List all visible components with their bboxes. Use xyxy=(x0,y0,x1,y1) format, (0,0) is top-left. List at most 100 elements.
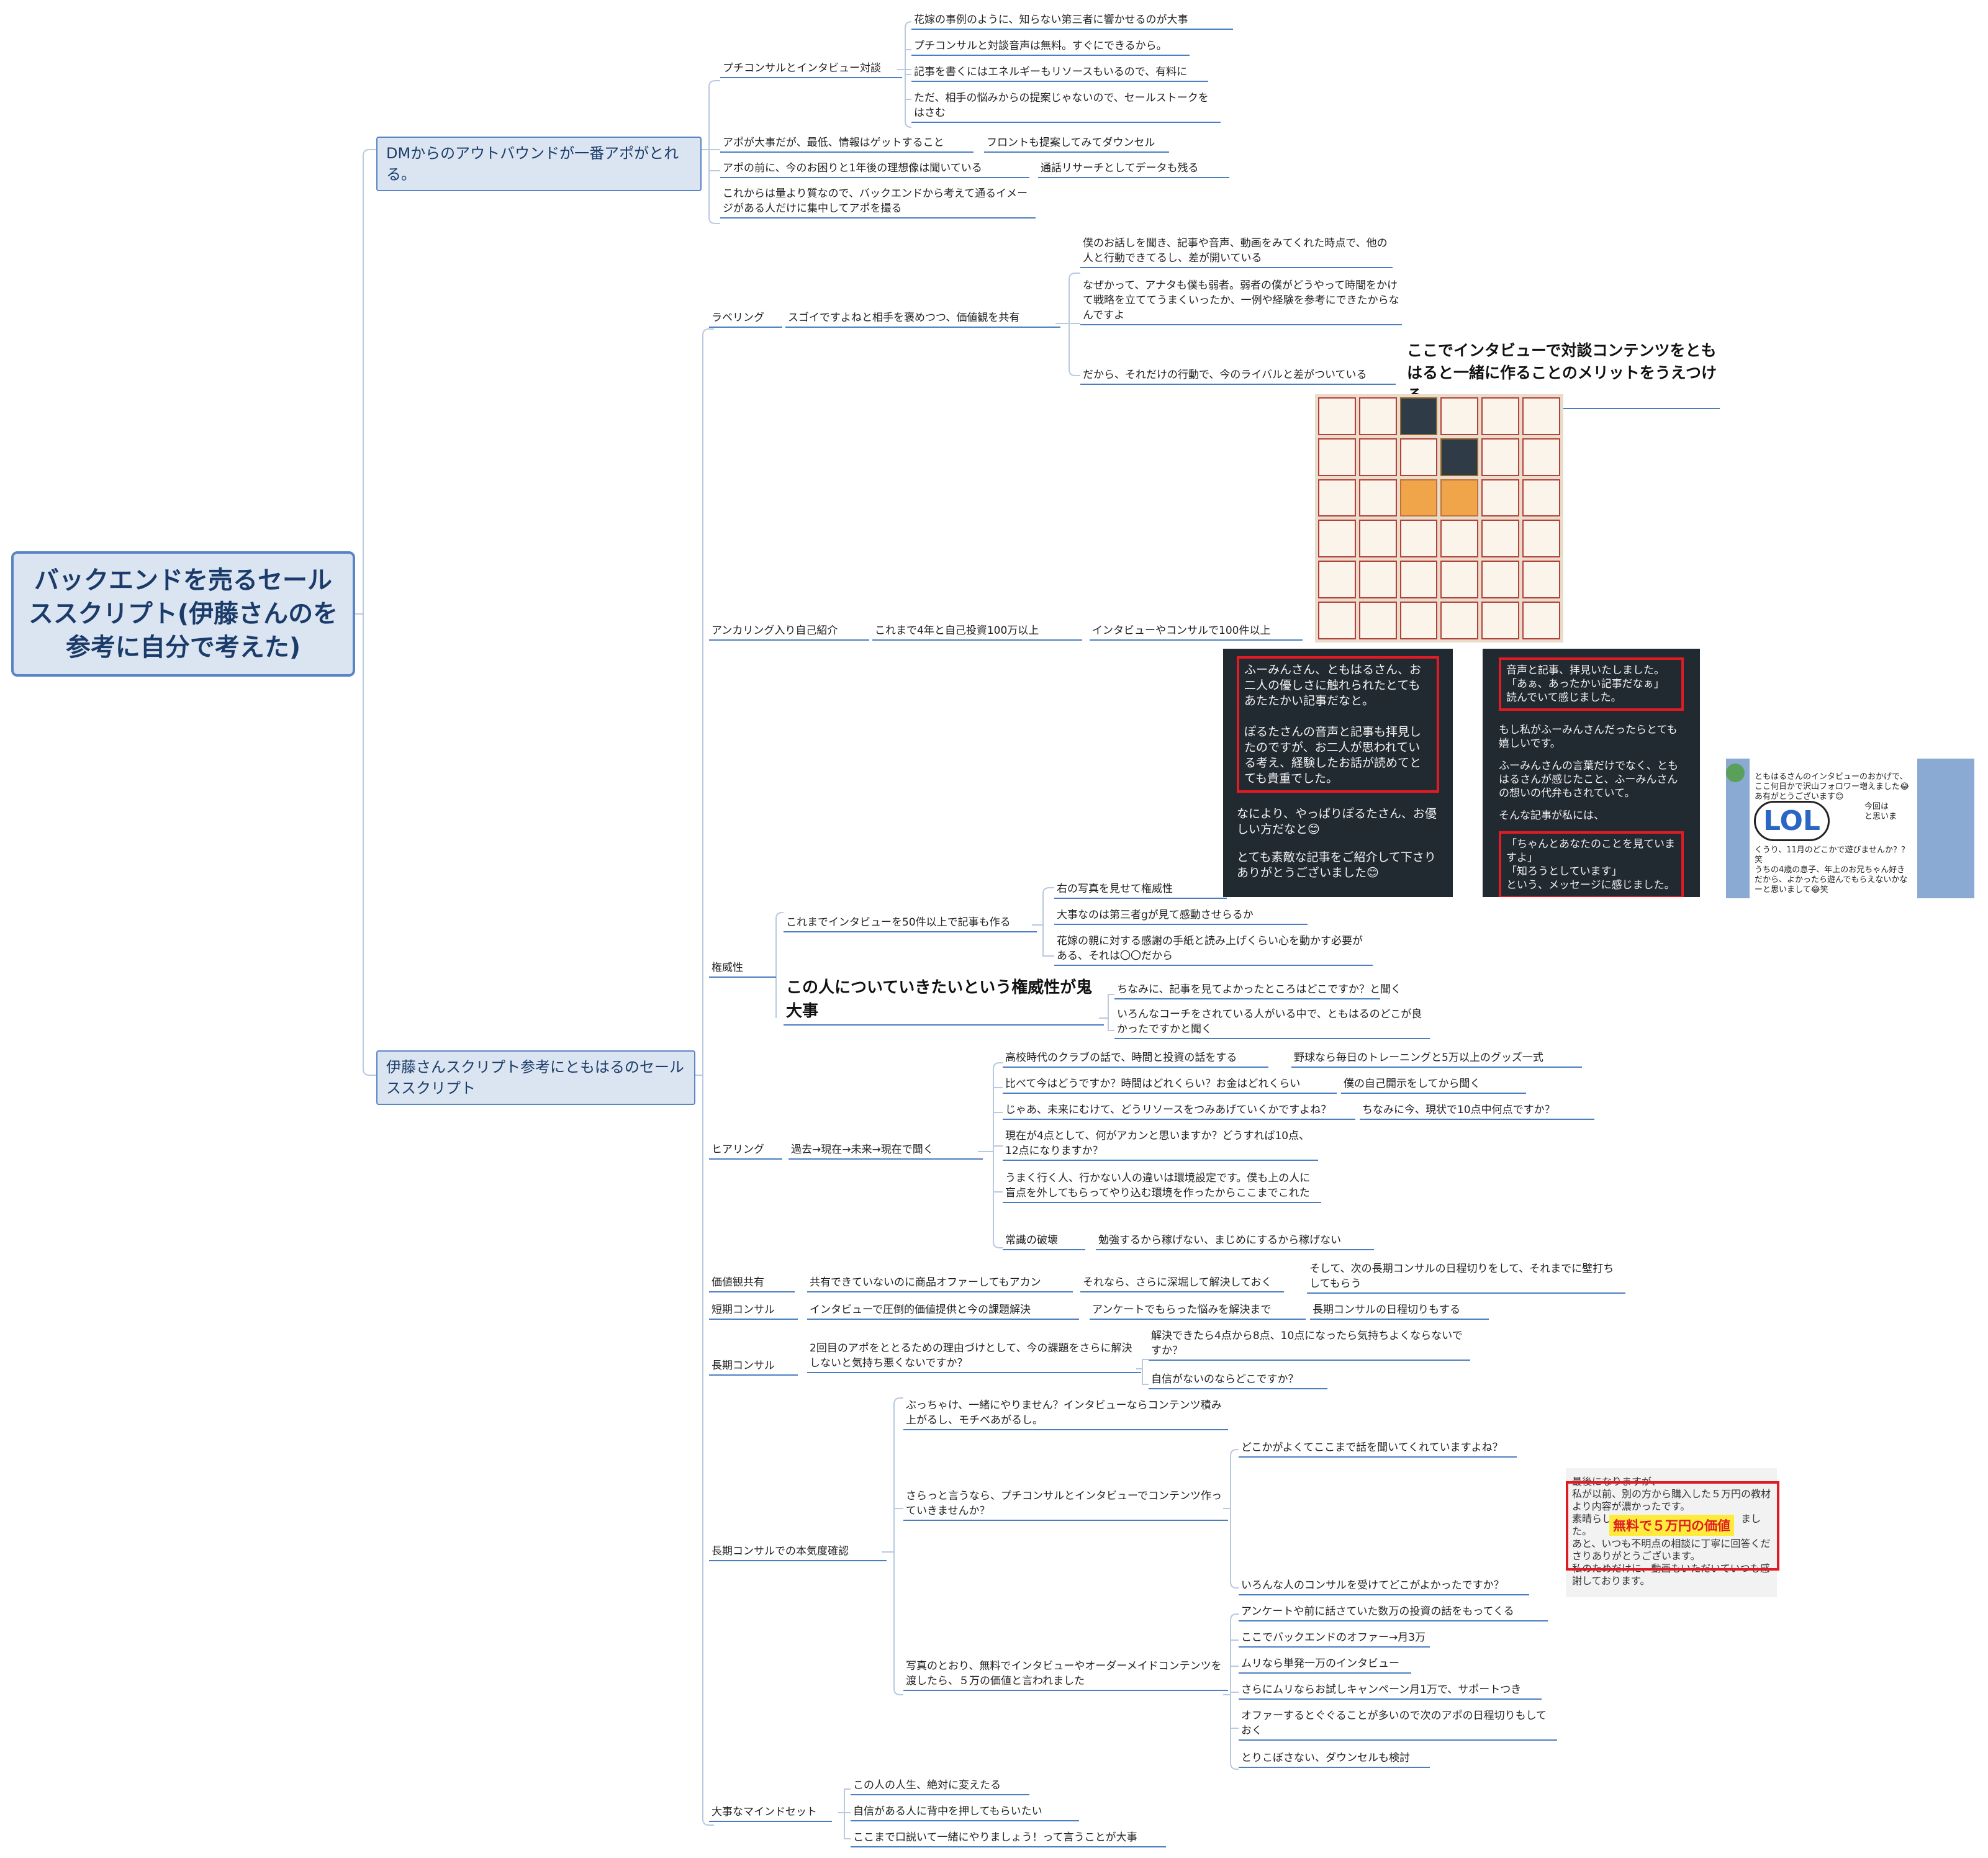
node-paid-article[interactable]: 記事を書くにはエネルギーもリソースもいるので、有料に xyxy=(911,63,1208,82)
node-labeling-b[interactable]: なぜかって、アナタも僕も弱者。弱者の僕がどうやって時間をかけて戦略を立ててうまく… xyxy=(1080,277,1402,325)
node-authority-key[interactable]: この人についていきたいという権威性が鬼大事 xyxy=(784,975,1104,1026)
node-which-consult[interactable]: いろんな人のコンサルを受けてどこがよかったですか？ xyxy=(1239,1577,1529,1595)
node-100-cases[interactable]: インタビューやコンサルで100件以上 xyxy=(1090,622,1303,641)
thumbnail-tile xyxy=(1481,602,1520,639)
chat1-text-1: なにより、やっぱりぽるたさん、お優しい方だなと😊 xyxy=(1237,807,1437,836)
node-interview-merit[interactable]: ここでインタビューで対談コンテンツをともはると一緒に作ることのメリットをうえつけ… xyxy=(1404,338,1720,409)
thumbnail-tile xyxy=(1522,397,1560,435)
node-compare-now[interactable]: 比べて今はどうですか？時間はどれくらい？お金はどれくらい xyxy=(1003,1075,1337,1094)
thumbnail-tile xyxy=(1358,561,1397,599)
node-future-resource[interactable]: じゃあ、未来にむけて、どうリソースをつみあげていくかですよね？ xyxy=(1003,1101,1355,1120)
node-commitment-check[interactable]: 長期コンサルでの本気度確認 xyxy=(709,1543,887,1561)
thumbnail-tile xyxy=(1358,438,1397,476)
node-next-schedule[interactable]: そして、次の長期コンサルの日程切りをして、それまでに壁打ちしてもらう xyxy=(1307,1260,1625,1294)
node-long-consult[interactable]: 長期コンサル xyxy=(709,1357,798,1376)
node-bride-example[interactable]: 花嫁の事例のように、知らない第三者に響かせるのが大事 xyxy=(911,11,1233,30)
node-quality-focus[interactable]: これからは量より質なので、バックエンドから考えて通るイメージがある人だけに集中し… xyxy=(720,185,1036,219)
node-casual-offer[interactable]: さらっと言うなら、プチコンサルとインタビューでコンテンツ作っていきませんか？ xyxy=(903,1487,1228,1521)
thumbnail-tile xyxy=(1440,397,1479,435)
node-no-confidence[interactable]: 自信がないのならどこですか？ xyxy=(1149,1371,1327,1389)
node-past-future[interactable]: 過去→現在→未来→現在で聞く xyxy=(788,1141,983,1160)
node-say-together[interactable]: ここまで口説いて一緒にやりましょう！って言うことが大事 xyxy=(851,1829,1166,1847)
node-front-downsell[interactable]: フロントも提案してみてダウンセル xyxy=(984,134,1169,153)
thumbnail-tile xyxy=(1522,602,1560,639)
node-ask-why-me[interactable]: いろんなコーチをされている人がいる中で、ともはるのどこが良かったですかと聞く xyxy=(1114,1006,1430,1039)
node-labeling-c[interactable]: だから、それだけの行動で、今のライバルと差がついている xyxy=(1080,366,1396,385)
node-lets-work[interactable]: ぶっちゃけ、一緒にやりません？インタビューならコンテンツ積み上がるし、モチベあが… xyxy=(903,1397,1228,1430)
thumbnail-tile xyxy=(1399,561,1438,599)
node-call-research[interactable]: 通話リサーチとしてデータも残る xyxy=(1038,160,1229,178)
node-values[interactable]: 価値観共有 xyxy=(709,1274,795,1292)
node-why-listening[interactable]: どこかがよくてここまで話を聞いてくれていますよね？ xyxy=(1239,1439,1517,1458)
chat2-text-1: もし私がふーみんさんだったらとても嬉しいです。 xyxy=(1499,724,1678,750)
thumbnail-tile xyxy=(1440,520,1479,558)
article-thumbnails-image xyxy=(1315,394,1563,643)
node-next-apo[interactable]: オファーするとぐぐることが多いので次のアポの日程切りもしておく xyxy=(1239,1707,1557,1741)
node-bride-letter[interactable]: 花嫁の親に対する感謝の手紙と読み上げくらい心を動かす必要がある、それは〇〇だから xyxy=(1054,932,1373,966)
node-long-schedule[interactable]: 長期コンサルの日程切りもする xyxy=(1310,1301,1489,1320)
chat-screenshot-3: ともはるさんのインタビューのおかげで、ここ何日かで沢山フォロワー増えました😂 あ… xyxy=(1726,759,1974,898)
node-short-consult[interactable]: 短期コンサル xyxy=(709,1301,798,1320)
thumbnail-tile xyxy=(1440,479,1479,517)
node-environment[interactable]: うまく行く人、行かない人の違いは環境設定です。僕も上の人に盲点を外してもらってや… xyxy=(1003,1170,1321,1203)
node-what-wrong[interactable]: 現在が4点として、何がアカンと思いますか？どうすれば10点、12点になりますか？ xyxy=(1003,1127,1318,1161)
thumbnail-tile xyxy=(1481,438,1520,476)
node-labeling-a[interactable]: 僕のお話しを聞き、記事や音声、動画をみてくれた時点で、他の人と行動できてるし、差… xyxy=(1080,235,1393,268)
node-50k-value[interactable]: 写真のとおり、無料でインタビューやオーダーメイドコンテンツを渡したら、５万の価値… xyxy=(903,1657,1228,1691)
node-third-party[interactable]: 大事なのは第三者gが見て感動させらるか xyxy=(1054,906,1308,925)
node-authority[interactable]: 権威性 xyxy=(709,959,776,978)
node-break-common[interactable]: 常識の破壊 xyxy=(1003,1232,1085,1250)
chat3-text-3: くうり、11月のどこかで遊びませんか？？笑 うちの4歳の息子、年上のお兄ちゃん好… xyxy=(1755,846,1909,895)
node-survey-invest[interactable]: アンケートや前に話さていた数万の投資の話をもってくる xyxy=(1239,1603,1548,1621)
node-4-to-8[interactable]: 解決できたら4点から8点、10点になったら気持ちよくならないですか？ xyxy=(1149,1327,1470,1361)
node-50-interviews[interactable]: これまでインタビューを50件以上で記事も作る xyxy=(784,914,1037,932)
chat3-text-1: ともはるさんのインタビューのおかげで、ここ何日かで沢山フォロワー増えました😂 あ… xyxy=(1755,772,1910,801)
branch-dm-outbound[interactable]: DMからのアウトバウンドが一番アポがとれる。 xyxy=(376,137,702,191)
root-topic[interactable]: バックエンドを売るセールススクリプト(伊藤さんのを参考に自分で考えた) xyxy=(11,551,355,677)
node-dig-deeper[interactable]: それなら、さらに深堀して解決しておく xyxy=(1080,1274,1284,1292)
node-sales-talk[interactable]: ただ、相手の悩みからの提案じゃないので、セールストークをはさむ xyxy=(911,89,1221,123)
node-consult-interview[interactable]: プチコンサルとインタビュー対談 xyxy=(720,60,902,78)
thumbnail-tile xyxy=(1522,438,1560,476)
node-ask-good-point[interactable]: ちなみに、記事を見てよかったところはどこですか？と聞く xyxy=(1114,981,1401,999)
node-overwhelming-value[interactable]: インタビューで圧倒的価値提供と今の課題解決 xyxy=(807,1301,1079,1320)
node-before-apo[interactable]: アポの前に、今のお困りと1年後の理想像は聞いている xyxy=(720,160,1029,178)
node-show-photo[interactable]: 右の写真を見せて権威性 xyxy=(1054,880,1227,899)
node-apo-important[interactable]: アポが大事だが、最低、情報はゲットすること xyxy=(720,134,974,153)
thumbnail-tile xyxy=(1318,561,1356,599)
node-no-miss[interactable]: とりこぼさない、ダウンセルも検討 xyxy=(1239,1749,1430,1768)
node-mindset[interactable]: 大事なマインドセット xyxy=(709,1803,832,1822)
chat2-highlight-1: 音声と記事、拝見いたしました。 「あぁ、あったかい記事だなぁ」 読んでいて感じま… xyxy=(1499,657,1684,711)
node-second-apo[interactable]: 2回目のアポをととるための理由づけとして、今の課題をさらに解決しないと気持ち悪く… xyxy=(807,1340,1141,1373)
node-trial-campaign[interactable]: さらにムリならお試しキャンペーン月1万で、サポートつき xyxy=(1239,1681,1542,1700)
node-score-now[interactable]: ちなみに今、現状で10点中何点ですか？ xyxy=(1360,1101,1594,1120)
node-club-talk[interactable]: 高校時代のクラブの話で、時間と投資の話をする xyxy=(1003,1049,1268,1068)
node-anchoring[interactable]: アンカリング入り自己紹介 xyxy=(709,622,869,641)
node-push-back[interactable]: 自信がある人に背中を押してもらいたい xyxy=(851,1803,1079,1821)
lol-sticker-icon: LOL xyxy=(1754,801,1830,841)
node-study-no-earn[interactable]: 勉強するから稼げない、まじめにするから稼げない xyxy=(1096,1232,1374,1250)
node-free-audio[interactable]: プチコンサルと対談音声は無料。すぐにできるから。 xyxy=(911,37,1190,56)
branch-tomoharu-script[interactable]: 伊藤さんスクリプト参考にともはるのセールススクリプト xyxy=(376,1050,695,1105)
node-labeling[interactable]: ラベリング xyxy=(709,309,782,328)
node-backend-offer[interactable]: ここでバックエンドのオファー→月3万 xyxy=(1239,1629,1430,1648)
node-self-disclosure[interactable]: 僕の自己開示をしてから聞く xyxy=(1341,1075,1526,1094)
node-no-offer[interactable]: 共有できていないのに商品オファーしてもアカン xyxy=(807,1274,1073,1292)
node-survey-solve[interactable]: アンケートでもらった悩みを解決まで xyxy=(1090,1301,1306,1320)
node-change-life[interactable]: この人の人生、絶対に変えたる xyxy=(851,1777,1029,1795)
node-baseball[interactable]: 野球なら毎日のトレーニングと5万以上のグッズ一式 xyxy=(1291,1049,1582,1068)
thumbnail-tile xyxy=(1440,602,1479,639)
thumbnail-tile xyxy=(1399,602,1438,639)
node-hearing[interactable]: ヒアリング xyxy=(709,1141,782,1160)
node-single-interview[interactable]: ムリなら単発一万のインタビュー xyxy=(1239,1655,1411,1674)
thumbnail-tile xyxy=(1358,602,1397,639)
thumbnail-tile xyxy=(1399,397,1438,435)
node-praise-share[interactable]: スゴイですよねと相手を褒めつつ、価値観を共有 xyxy=(785,309,1060,328)
thumbnail-tile xyxy=(1358,479,1397,517)
node-4years-invest[interactable]: これまで4年と自己投資100万以上 xyxy=(872,622,1082,641)
chat-screenshot-2: 音声と記事、拝見いたしました。 「あぁ、あったかい記事だなぁ」 読んでいて感じま… xyxy=(1483,649,1700,897)
thumbnail-tile xyxy=(1522,520,1560,558)
chat2-text-2: ふーみんさんの言葉だけでなく、ともはるさんが感じたこと、ふーみんさんの想いの代弁… xyxy=(1499,760,1678,800)
chat1-highlight: ふーみんさん、ともはるさん、お二人の優しさに触れられたとてもあたたかい記事だなと… xyxy=(1237,656,1439,793)
